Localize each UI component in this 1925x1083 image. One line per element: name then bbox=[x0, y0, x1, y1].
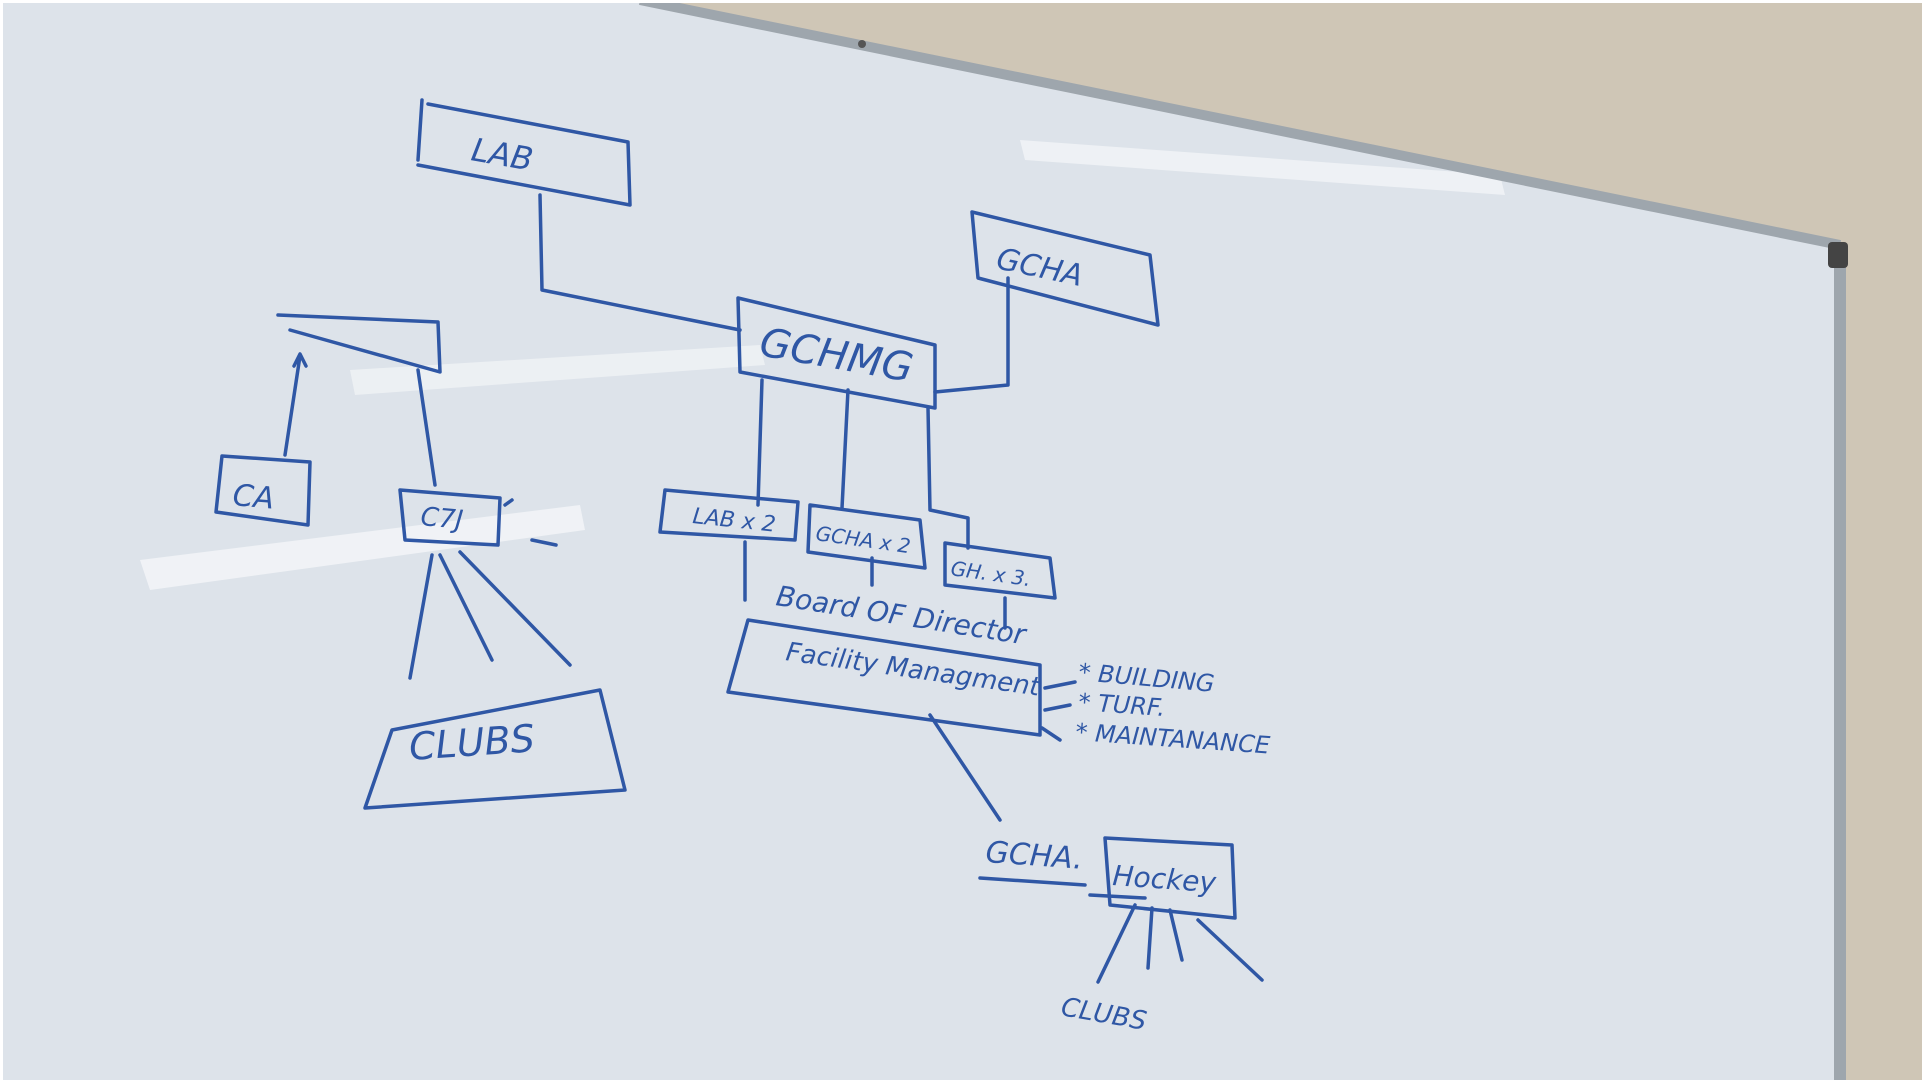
light-reflection bbox=[140, 505, 585, 590]
whiteboard-frame-corner bbox=[1828, 242, 1848, 268]
label-clubs-left: CLUBS bbox=[408, 716, 536, 769]
box-lab-x2 bbox=[658, 488, 800, 542]
frame-screw bbox=[858, 40, 866, 48]
box-left-small bbox=[214, 454, 312, 527]
tick-marks bbox=[503, 498, 558, 547]
whiteboard-frame-top bbox=[638, 0, 1842, 250]
label-hockey: Hockey bbox=[1112, 859, 1218, 899]
box-hockey bbox=[1103, 836, 1237, 920]
connector-gcha-gchmg bbox=[933, 276, 1010, 394]
underline-gcha bbox=[978, 876, 1147, 900]
connectors-hockey-clubs bbox=[1096, 903, 1264, 984]
box-facility-management bbox=[726, 618, 1042, 737]
diagram-ink bbox=[214, 98, 1264, 984]
box-left-mid bbox=[398, 488, 502, 547]
light-reflection bbox=[350, 345, 765, 395]
light-reflection bbox=[1020, 140, 1505, 195]
box-gchmg bbox=[736, 296, 937, 410]
box-gcha-top bbox=[970, 210, 1160, 327]
label-turf: * TURF. bbox=[1078, 688, 1167, 722]
box-clubs-left bbox=[363, 688, 627, 810]
box-gh-x3 bbox=[943, 541, 1057, 600]
arrow-left-small-up bbox=[283, 352, 308, 457]
connectors-left-clubs bbox=[408, 550, 572, 680]
connector-lab-gchmg bbox=[538, 193, 742, 332]
label-left-small: CA bbox=[231, 478, 275, 516]
label-left-mid: C7J bbox=[419, 502, 464, 536]
label-gcha-bottom: GCHA. bbox=[984, 835, 1084, 877]
connector-left-mid bbox=[416, 368, 437, 487]
box-lab bbox=[416, 98, 632, 207]
connectors-to-board bbox=[743, 540, 1007, 630]
box-gcha-x2 bbox=[806, 503, 927, 570]
connector-facility-hockey bbox=[928, 713, 1002, 822]
connectors-facility-bullets bbox=[1040, 680, 1077, 742]
box-left-top bbox=[276, 313, 442, 374]
connectors-gchmg-down bbox=[756, 378, 970, 550]
whiteboard-surface bbox=[0, 0, 1840, 1083]
